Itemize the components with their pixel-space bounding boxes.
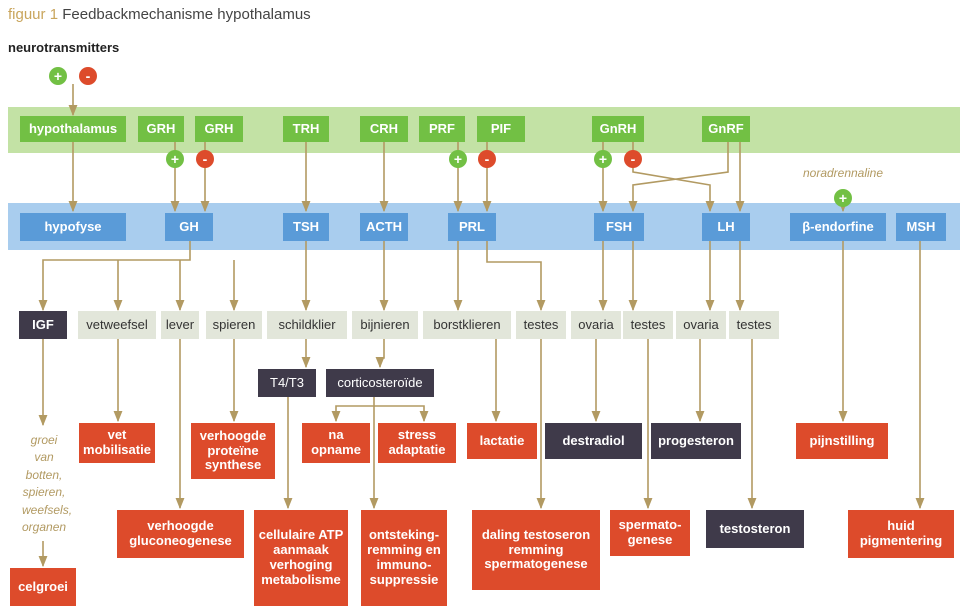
hormone-gnrh: GnRH (592, 116, 644, 142)
effect-atp-metabolisme: cellulaire ATP aanmaak verhoging metabol… (254, 510, 348, 606)
minus-icon: - (478, 150, 496, 168)
effect-pijnstilling: pijnstilling (796, 423, 888, 459)
plus-icon: + (449, 150, 467, 168)
plus-icon: + (594, 150, 612, 168)
effect-progesteron: progesteron (651, 423, 741, 459)
hormone-grh-stimulating: GRH (138, 116, 184, 142)
target-ovaria: ovaria (571, 311, 621, 339)
effect-celgroei: celgroei (10, 568, 76, 606)
effect-testosteron: testosteron (706, 510, 804, 548)
figure-number: figuur 1 (8, 6, 59, 23)
hormone-gnrf: GnRF (702, 116, 750, 142)
effect-gluconeogenese: verhoogde gluconeogenese (117, 510, 244, 558)
minus-icon: - (196, 150, 214, 168)
target-vetweefsel: vetweefsel (78, 311, 156, 339)
growth-note-line: groei (30, 433, 58, 447)
pituitary-fsh: FSH (594, 213, 644, 241)
hormone-trh: TRH (283, 116, 329, 142)
effect-proteine-synthese: verhoogde proteïne synthese (191, 423, 275, 479)
figure-title: figuur 1 Feedbackmechanisme hypothalamus (8, 6, 311, 23)
target-ovaria: ovaria (676, 311, 726, 339)
target-bijnieren: bijnieren (352, 311, 418, 339)
noradrenaline-label: noradrennaline (802, 166, 884, 180)
hormone-pif: PIF (477, 116, 525, 142)
growth-note-line: van (34, 450, 54, 465)
effect-stress-adaptatie: stress adaptatie (378, 423, 456, 463)
plus-icon: + (166, 150, 184, 168)
pituitary-beta-endorfine: β-endorfine (790, 213, 886, 241)
effect-na-opname: na opname (302, 423, 370, 463)
growth-note-line: weefsels, (22, 502, 73, 517)
hormone-hypothalamus: hypothalamus (20, 116, 126, 142)
hormone-prf: PRF (419, 116, 465, 142)
target-spieren: spieren (206, 311, 262, 339)
plus-icon: + (49, 67, 67, 85)
minus-icon: - (624, 150, 642, 168)
effect-destradiol: destradiol (545, 423, 642, 459)
effect-spermatogenese: spermato- genese (610, 510, 690, 556)
target-igf: IGF (19, 311, 67, 339)
pituitary-acth: ACTH (360, 213, 408, 241)
figure-caption: Feedbackmechanisme hypothalamus (62, 6, 311, 23)
target-schildklier: schildklier (267, 311, 347, 339)
pituitary-msh: MSH (896, 213, 946, 241)
pituitary-tsh: TSH (283, 213, 329, 241)
growth-note-line: organen (22, 519, 67, 534)
neurotransmitters-label: neurotransmitters (8, 40, 120, 55)
effect-vet-mobilisatie: vet mobilisatie (79, 423, 155, 463)
growth-note-line: spieren, (22, 485, 66, 500)
intermediate-t4-t3: T4/T3 (258, 369, 316, 397)
target-testes: testes (516, 311, 566, 339)
plus-icon: + (834, 189, 852, 207)
pituitary-lh: LH (702, 213, 750, 241)
pituitary-hypofyse: hypofyse (20, 213, 126, 241)
growth-note-line: botten, (25, 467, 63, 482)
effect-daling-testoseron: daling testoseron remming spermatogenese (472, 510, 600, 590)
intermediate-corticosteroide: corticosteroïde (326, 369, 434, 397)
hormone-crh: CRH (360, 116, 408, 142)
growth-note: groei van botten, spieren, weefsels, org… (22, 432, 73, 536)
hormone-grh-inhibiting: GRH (195, 116, 243, 142)
pituitary-gh: GH (165, 213, 213, 241)
minus-icon: - (79, 67, 97, 85)
effect-lactatie: lactatie (467, 423, 537, 459)
target-lever: lever (161, 311, 199, 339)
pituitary-prl: PRL (448, 213, 496, 241)
target-testes: testes (729, 311, 779, 339)
effect-ontstekingremming: ontsteking- remming en immuno- suppressi… (361, 510, 447, 606)
effect-huid-pigmentering: huid pigmentering (848, 510, 954, 558)
target-testes: testes (623, 311, 673, 339)
target-borstklieren: borstklieren (423, 311, 511, 339)
